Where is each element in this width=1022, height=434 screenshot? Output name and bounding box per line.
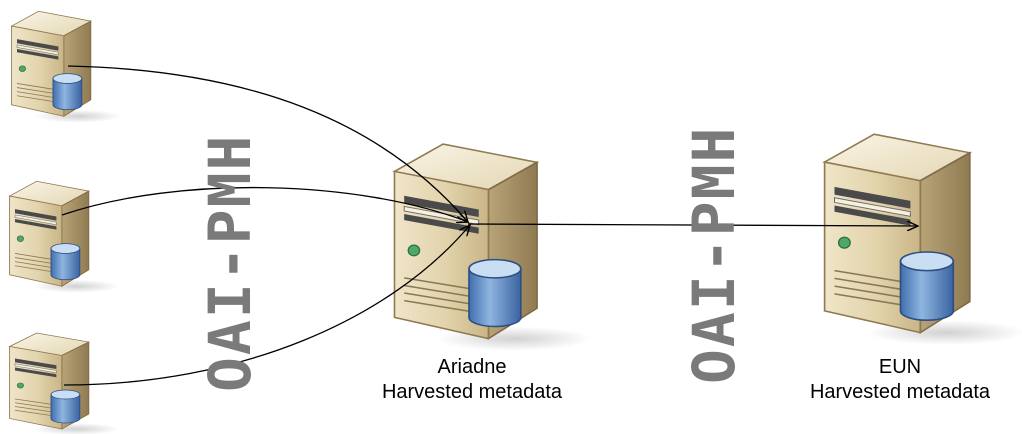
ariadne-caption: Ariadne Harvested metadata bbox=[352, 355, 592, 405]
eun-server bbox=[823, 133, 1022, 346]
ariadne-title: Ariadne bbox=[437, 356, 507, 378]
server-db-icon bbox=[9, 180, 120, 294]
eun-title: EUN bbox=[878, 356, 922, 378]
ariadne-subtitle: Harvested metadata bbox=[381, 381, 563, 403]
eun-caption: EUN Harvested metadata bbox=[782, 355, 1018, 405]
source-server-2 bbox=[9, 180, 120, 294]
harvest-arrow-hub-to-eun bbox=[467, 224, 918, 226]
protocol-label-right: OAI-PMH bbox=[680, 125, 748, 384]
protocol-label-left: OAI-PMH bbox=[196, 133, 264, 392]
server-db-icon bbox=[823, 133, 1022, 346]
eun-subtitle: Harvested metadata bbox=[809, 381, 991, 403]
server-db-icon bbox=[393, 143, 593, 352]
harvest-arrow-3 bbox=[63, 225, 470, 386]
ariadne-server bbox=[393, 143, 593, 352]
harvest-arrow-1 bbox=[67, 65, 468, 222]
harvest-arrow-2 bbox=[61, 186, 468, 222]
